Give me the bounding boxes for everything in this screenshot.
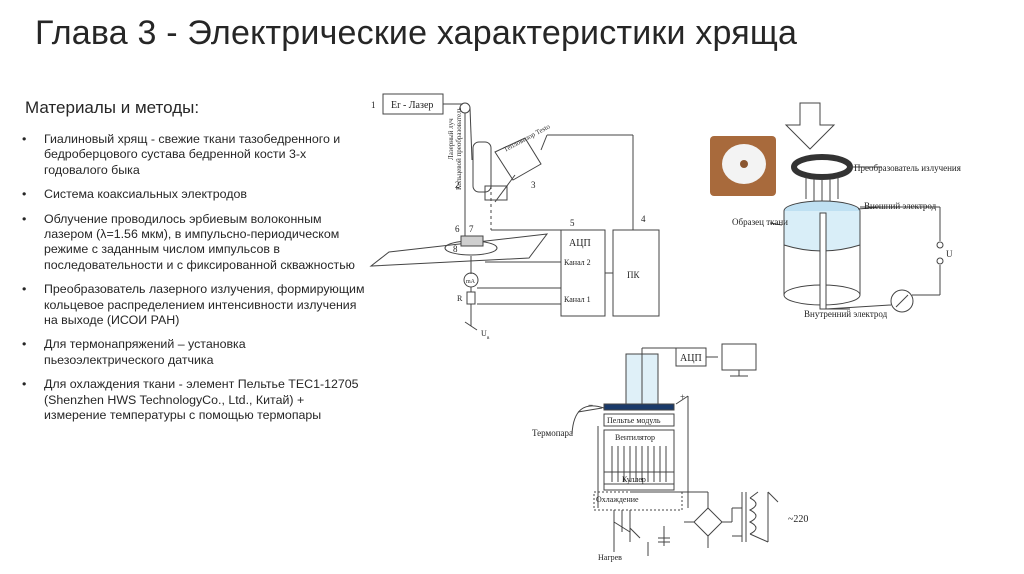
label-4: 4	[641, 214, 646, 224]
meter-circle	[890, 289, 914, 313]
label-5: 5	[570, 218, 575, 228]
bullet-item: Преобразователь лазерного излучения, фор…	[20, 282, 365, 328]
adc-label: АЦП	[680, 353, 702, 364]
cap-label: Кольцевой преобразователь	[455, 107, 463, 190]
adc-label: АЦП	[569, 238, 591, 249]
cooler-label: Куллер	[622, 475, 646, 484]
converter-label: Преобразователь излучения	[854, 163, 961, 173]
bullet-item: Система коаксиальных электродов	[20, 187, 365, 203]
label-6: 6	[455, 224, 460, 234]
pc-label: ПК	[627, 270, 640, 280]
label-8: 8	[453, 244, 458, 254]
peltier-label: Пельтье модуль	[607, 416, 661, 425]
u-label: U	[481, 329, 487, 338]
ma-label: mA	[466, 279, 476, 285]
voltage-label: U	[946, 249, 953, 259]
diode-bridge	[693, 507, 723, 537]
sample-stage	[369, 233, 549, 267]
u-subscript: в	[487, 336, 490, 341]
channel-1-label: Канал 1	[564, 295, 591, 304]
outer-electrode-label: Внешний электрод	[864, 201, 937, 211]
beam-arrow	[784, 102, 836, 150]
label-2: 2	[455, 180, 460, 190]
minus-label: −	[588, 400, 593, 410]
cooling-label: Охлаждение	[596, 495, 639, 504]
converter-tube	[472, 141, 492, 193]
resistor	[466, 291, 476, 305]
bullet-item: Для охлаждения ткани - элемент Пельтье T…	[20, 377, 365, 423]
label-1: 1	[371, 100, 376, 110]
label-3: 3	[531, 180, 536, 190]
channel-2-label: Канал 2	[564, 258, 591, 267]
laser-setup-diagram: Er - Лазер 1 Лазерный луч Кольцевой прео…	[369, 93, 660, 341]
bullet-item: Облучение проводилось эрбиевым волоконны…	[20, 212, 365, 274]
page-title: Глава 3 - Электрические характеристики х…	[35, 14, 798, 52]
fan-label: Вентилятор	[615, 433, 655, 442]
plus-label: +	[680, 392, 685, 402]
thermocouple-label: Термопара	[532, 428, 573, 438]
inner-electrode	[819, 212, 827, 310]
label-7: 7	[469, 224, 474, 234]
heating-label: Нагрев	[598, 553, 622, 562]
inner-electrode-label: Внутренний электрод	[804, 309, 888, 319]
voltage-label: ~220	[788, 514, 808, 525]
bullet-item: Гиалиновый хрящ - свежие ткани тазобедре…	[20, 132, 365, 178]
peltier-setup-diagram: АЦП Термопара Пельтье модуль Вентилятор …	[532, 343, 808, 562]
coaxial-electrode-diagram: Преобразователь излучения Внешний электр…	[732, 102, 961, 319]
fiber-label: Лазерный луч	[447, 118, 455, 160]
bullet-list: Гиалиновый хрящ - свежие ткани тазобедре…	[20, 132, 365, 433]
tissue-sample-photo	[710, 136, 776, 196]
monitor-icon	[721, 343, 757, 371]
section-heading: Материалы и методы:	[25, 98, 200, 117]
laser-label: Er - Лазер	[391, 100, 433, 111]
r-label: R	[457, 294, 463, 303]
thermo-label: Тепловизор Testo	[502, 122, 552, 153]
thermal-camera	[494, 137, 542, 181]
converter-ring	[791, 154, 853, 180]
sample-label: Образец ткани	[732, 217, 788, 227]
bullet-item: Для термонапряжений – установка пьезоэле…	[20, 337, 365, 368]
